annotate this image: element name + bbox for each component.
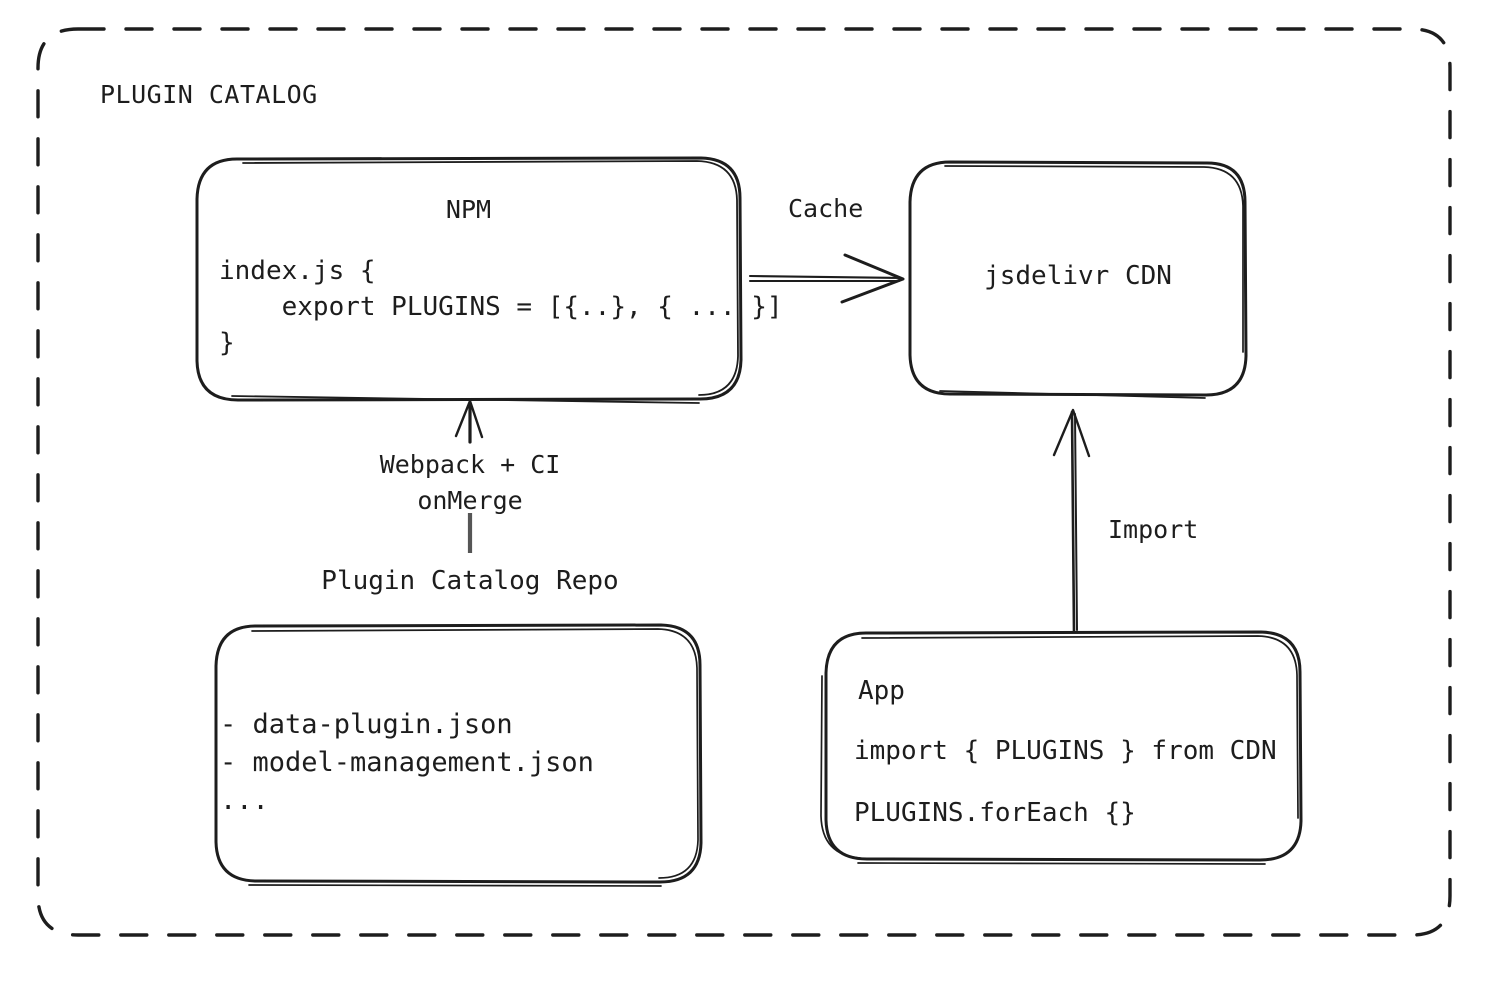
cdn-node-title: jsdelivr CDN (984, 261, 1172, 291)
app-node-import-line: import { PLUGINS } from CDN (854, 736, 1277, 766)
repo-node-caption: Plugin Catalog Repo (321, 566, 619, 596)
import-edge-label: Import (1108, 515, 1199, 544)
plugin-catalog-title: PLUGIN CATALOG (100, 80, 318, 109)
build-edge-label: Webpack + CI onMerge (379, 450, 561, 515)
npm-node-title: NPM (445, 195, 492, 224)
app-node-title: App (858, 676, 905, 706)
repo-node-files: - data-plugin.json - model-management.js… (220, 709, 594, 816)
app-node-foreach-line: PLUGINS.forEach {} (854, 798, 1136, 828)
npm-node-code: index.js { export PLUGINS = [{..}, { ...… (219, 256, 783, 358)
import-arrow (1052, 408, 1091, 634)
cache-edge-label: Cache (788, 194, 864, 223)
